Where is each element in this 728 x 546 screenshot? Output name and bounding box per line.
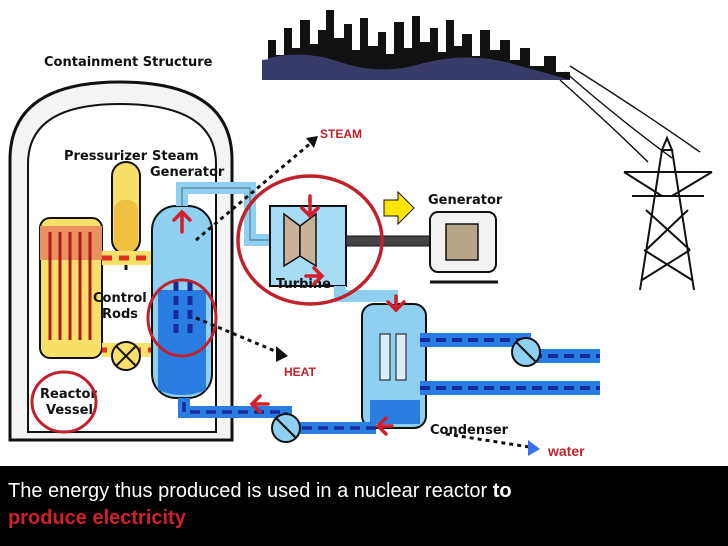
steam-arrowhead-icon <box>306 136 318 148</box>
caption-bar: The energy thus produced is used in a nu… <box>0 466 728 546</box>
cooling-water-loop <box>420 333 600 395</box>
condenser <box>361 303 427 429</box>
water-annotation: water <box>547 443 585 459</box>
city-skyline <box>262 10 570 80</box>
reactor-vessel-highlight <box>30 370 98 434</box>
reactor-vessel-label-2: Vessel <box>46 403 93 418</box>
caption-highlight: produce electricity <box>8 507 186 529</box>
heat-annotation: HEAT <box>284 365 316 379</box>
caption-line-2: produce electricity <box>8 505 720 532</box>
feedwater-pump <box>271 413 301 443</box>
reactor-vessel-label-1: Reactor <box>40 387 97 402</box>
turbine-highlight <box>236 174 384 306</box>
nuclear-plant-diagram: Containment Structure Pressurizer Contro… <box>8 10 713 459</box>
flow-arrows <box>172 194 406 436</box>
steam-annotation: STEAM <box>320 127 362 141</box>
feedwater-loop <box>178 398 376 434</box>
pressurizer-label: Pressurizer <box>64 149 148 164</box>
cooling-pump <box>511 337 541 367</box>
generator <box>429 211 498 284</box>
containment-structure-label: Containment Structure <box>44 55 213 70</box>
transmission-tower <box>623 135 713 291</box>
water-arrowhead-icon <box>528 440 540 456</box>
turbine <box>269 205 431 287</box>
heat-arrowhead-icon <box>276 346 288 362</box>
generator-label: Generator <box>428 193 503 208</box>
power-arrow-icon <box>383 190 415 226</box>
steam-generator-label-1: Steam <box>152 149 199 164</box>
reactor-vessel <box>39 217 103 359</box>
control-rods-label-1: Control <box>93 291 147 306</box>
condenser-label: Condenser <box>430 423 509 438</box>
caption-bold-word: to <box>492 480 512 502</box>
coolant-pump <box>111 341 141 371</box>
steam-line <box>176 182 276 246</box>
callout-arrows <box>195 140 537 450</box>
exhaust-line <box>334 286 398 304</box>
power-lines <box>559 65 701 163</box>
caption-line-1: The energy thus produced is used in a nu… <box>8 478 720 505</box>
steam-generator-highlight <box>146 278 218 358</box>
caption-text: The energy thus produced is used in a nu… <box>8 480 493 502</box>
control-rods-label-2: Rods <box>102 307 138 322</box>
steam-generator-label-2: Generator <box>150 165 225 180</box>
turbine-label: Turbine <box>276 277 331 292</box>
